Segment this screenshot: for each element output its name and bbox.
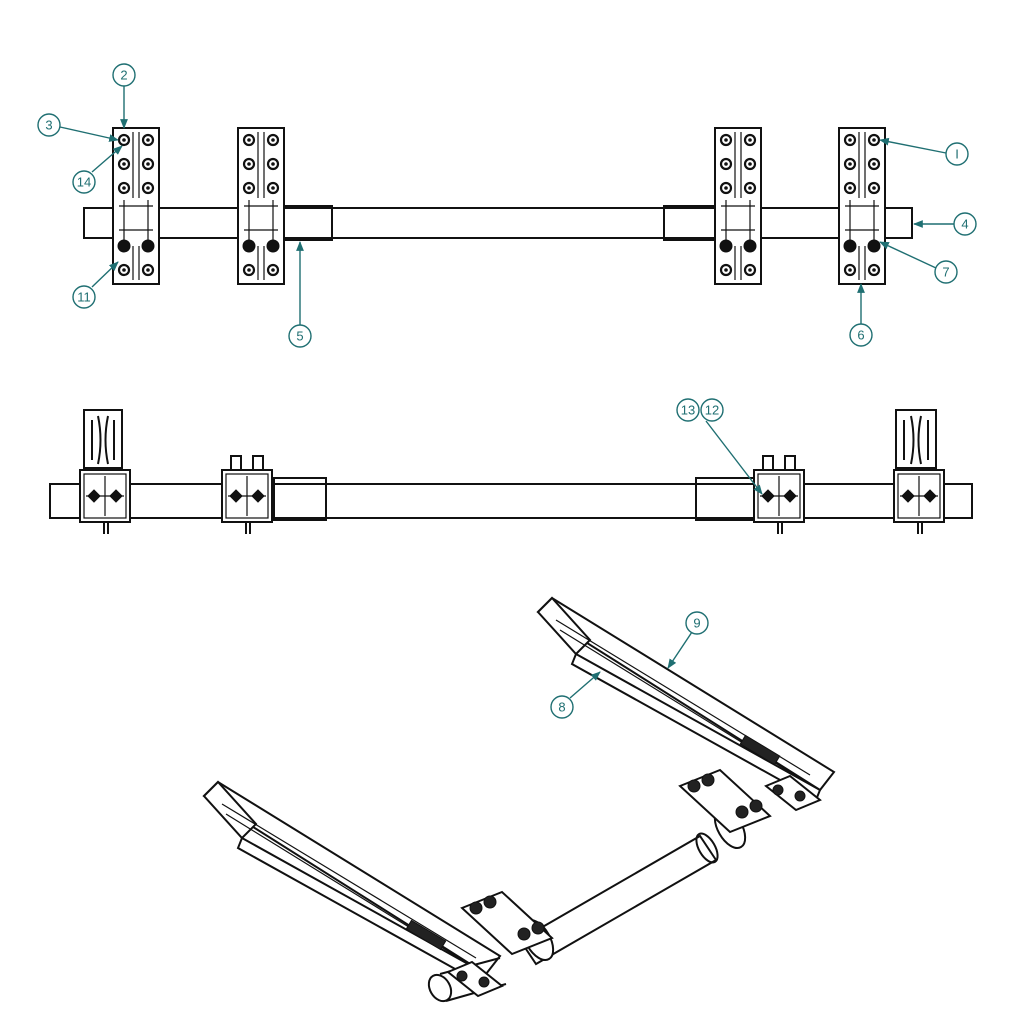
front-view (49, 409, 973, 534)
callout-balloon-4[interactable]: 4 (953, 212, 977, 236)
u-bolt-nut (141, 239, 155, 253)
callout-balloon-2[interactable]: 2 (112, 63, 136, 87)
callout-text-5: 5 (296, 329, 303, 344)
u-bolt-nut (843, 239, 857, 253)
top-view (83, 127, 913, 285)
callout-balloon-7[interactable]: 7 (934, 260, 958, 284)
bearing-plate-top (714, 127, 762, 285)
callout-text-13: 13 (681, 403, 695, 418)
u-bolt-nut (242, 239, 256, 253)
iso-beam-right (536, 596, 836, 802)
callout-balloon-5[interactable]: 5 (288, 324, 312, 348)
u-bolt-nut (719, 239, 733, 253)
u-bolt-nut (117, 239, 131, 253)
callout-text-8: 8 (558, 700, 565, 715)
shaft-top (83, 207, 913, 239)
callout-text-9: 9 (693, 616, 700, 631)
callout-balloon-12[interactable]: 12 (700, 398, 724, 422)
u-bolt-top (762, 455, 774, 471)
callout-text-12: 12 (705, 403, 719, 418)
sleeve-right-top (663, 205, 717, 241)
u-bolt-top (784, 455, 796, 471)
callout-balloon-13[interactable]: 13 (676, 398, 700, 422)
u-bolt-top (230, 455, 242, 471)
u-bolt-nut (266, 239, 280, 253)
shaft-front (49, 483, 973, 519)
bearing-plate-top (838, 127, 886, 285)
callout-text-2: 2 (120, 68, 127, 83)
bearing-plate-top (237, 127, 285, 285)
callout-text-14: 14 (77, 175, 91, 190)
i-beam-right-end (895, 409, 937, 469)
callout-balloon-1[interactable]: I (945, 142, 969, 166)
callout-balloon-3[interactable]: 3 (37, 113, 61, 137)
i-beam-left-end (83, 409, 123, 469)
bearing-block-front (753, 455, 805, 534)
sleeve-left-top (283, 205, 333, 241)
bearing-block-front (79, 455, 131, 534)
callout-text-3: 3 (45, 118, 52, 133)
callout-balloon-11[interactable]: 11 (72, 285, 96, 309)
callout-balloon-6[interactable]: 6 (849, 323, 873, 347)
u-bolt-top (252, 455, 264, 471)
iso-bearing-left (446, 890, 554, 998)
callouts: 2 3 14 11 5 I (37, 63, 977, 719)
callout-text-6: 6 (857, 328, 864, 343)
bearing-block-front (893, 455, 945, 534)
u-bolt-nut (867, 239, 881, 253)
callout-text-11: 11 (77, 290, 91, 305)
iso-beam-left (202, 780, 502, 986)
bearing-block-front (221, 455, 273, 534)
bearing-plate-top (112, 127, 160, 285)
callout-text-4: 4 (961, 217, 968, 232)
u-bolt-nut (743, 239, 757, 253)
callout-text-7: 7 (942, 265, 949, 280)
isometric-view (202, 596, 836, 1003)
callout-balloon-9[interactable]: 9 (685, 611, 709, 635)
callout-text-1: I (955, 147, 959, 162)
callout-balloon-14[interactable]: 14 (72, 170, 96, 194)
iso-bearing-right (678, 768, 822, 834)
callout-balloon-8[interactable]: 8 (550, 695, 574, 719)
sleeve-left-front (273, 477, 327, 521)
